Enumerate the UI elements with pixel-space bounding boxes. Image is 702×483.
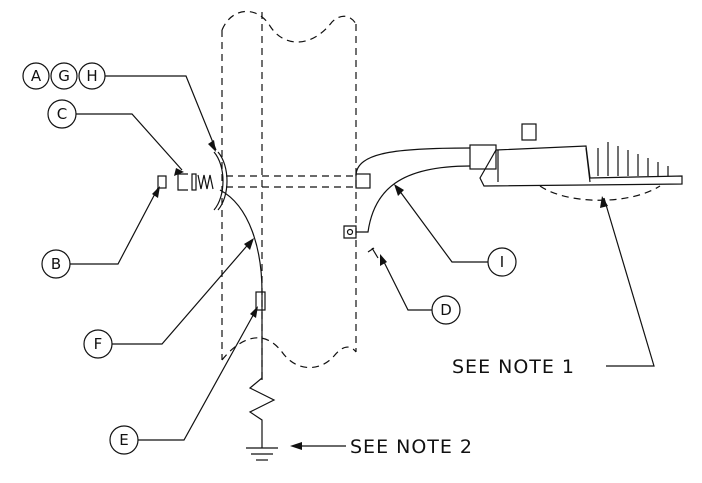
leader-d [381,257,432,311]
callout-h-label: H [86,67,97,85]
callout-g: G [50,62,78,90]
pole [221,10,357,380]
leader-f [112,239,253,345]
callout-d: D [431,295,461,325]
note-2-label: SEE NOTE 2 [350,436,473,458]
callout-a: A [22,62,50,90]
fixture-collar [469,144,497,170]
left-hardware [157,151,228,211]
fixture-top-box [521,123,537,141]
pole-bottom-break [221,337,357,369]
arm-outer [355,147,471,177]
callout-b: B [41,249,71,279]
fixture-lens-outline [539,185,661,201]
washer [191,173,197,191]
pole-top-break [221,10,357,43]
arrow-e [250,306,258,318]
leader-agh [124,75,217,151]
cooling-fins [597,142,669,176]
arm-bracket [355,173,371,189]
arrow-b [152,186,160,198]
light-fixture [469,123,683,201]
ground-wire [219,189,263,380]
leader-e [138,309,257,441]
callout-c: C [47,99,77,129]
callout-e: E [109,425,139,455]
callout-i: I [487,247,517,277]
callout-f-label: F [94,335,103,353]
arrow-note2 [290,442,302,450]
callout-e-label: E [119,431,128,449]
leader-lines [70,75,655,450]
callout-h: H [78,62,106,90]
arrow-d [380,254,387,266]
arm-inner [356,165,471,233]
callout-d-label: D [440,301,452,319]
leader-c [76,113,183,171]
set-screw [367,247,379,259]
splice-connector [255,291,266,311]
nut [157,175,167,189]
leader-b [70,187,159,265]
fixture-body [497,147,591,183]
callout-c-label: C [57,105,67,123]
callout-a-label: A [31,67,42,85]
fixture-housing [479,145,683,187]
leader-note1 [603,197,655,367]
spring-washer [197,174,214,190]
zigzag-break [248,377,276,448]
arrow-c [174,168,184,176]
ground-symbol [246,447,278,461]
curved-bracket [213,151,228,211]
arrow-note1 [600,196,608,208]
through-bolt [226,175,356,188]
grounding [219,189,278,461]
arrow-f [244,238,254,250]
callout-b-label: B [51,255,61,273]
callout-f: F [83,329,113,359]
ground-clip [177,173,188,191]
callout-i-label: I [500,253,504,271]
arm-tab [343,225,357,239]
callout-g-label: G [58,67,70,85]
arrow-agh [208,140,216,152]
mast-arm [343,147,471,259]
leader-i [395,185,488,263]
arrow-i [394,184,404,196]
note-1-label: SEE NOTE 1 [452,356,575,378]
